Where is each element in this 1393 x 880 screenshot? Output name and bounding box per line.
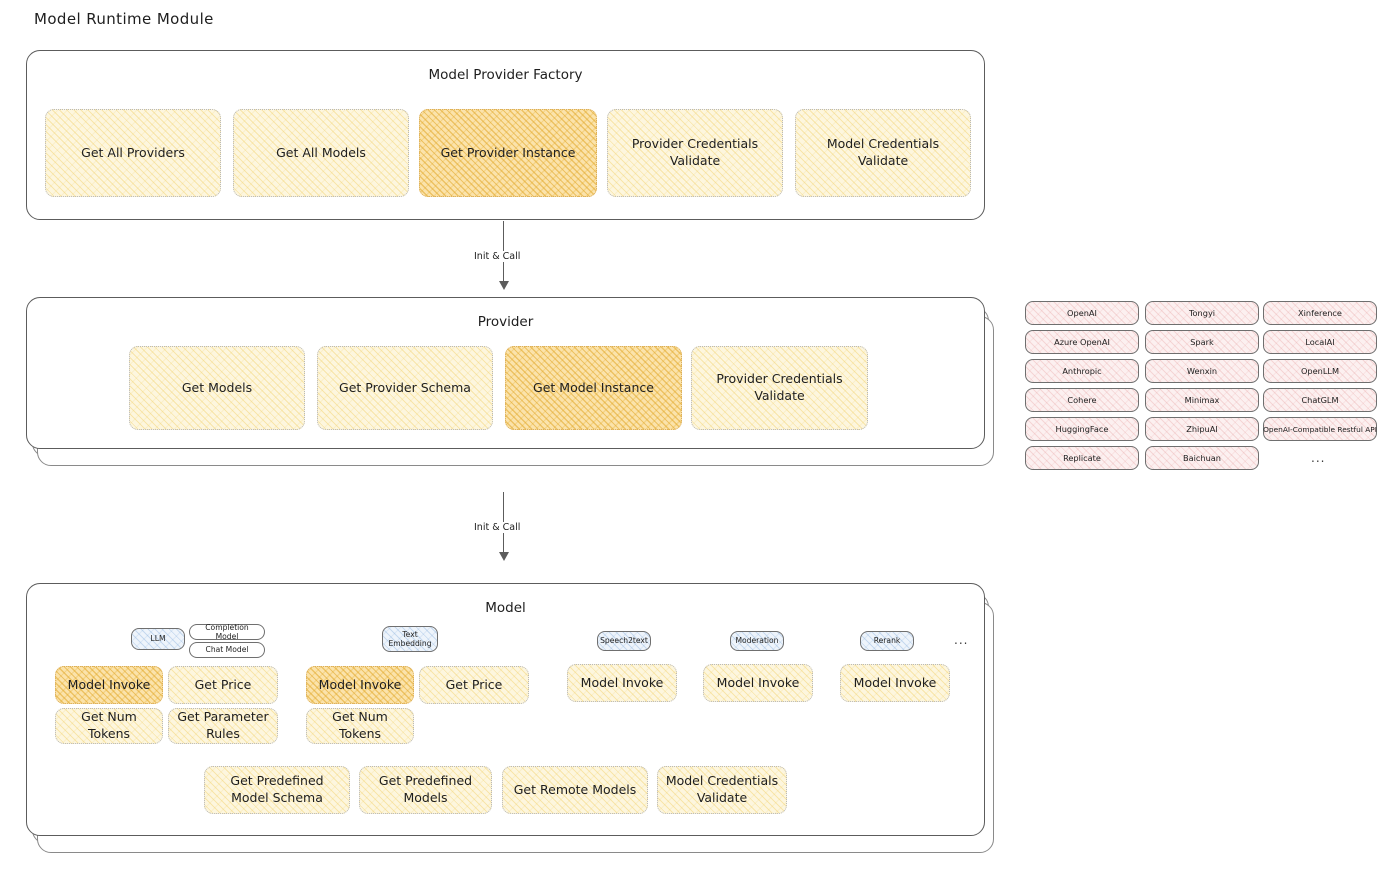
provider-chip-spark[interactable]: Spark bbox=[1145, 330, 1259, 354]
provider-card: Provider Get Models Get Provider Schema … bbox=[26, 297, 994, 466]
model-tag-moderation[interactable]: Moderation bbox=[730, 631, 784, 651]
model-title: Model bbox=[485, 600, 526, 616]
provider-chip-openllm[interactable]: OpenLLM bbox=[1263, 359, 1377, 383]
provider-box-provider-credentials-validate[interactable]: Provider Credentials Validate bbox=[691, 346, 868, 430]
model-text-embedding-get-num-tokens[interactable]: Get Num Tokens bbox=[306, 708, 414, 744]
model-common-model-credentials-validate[interactable]: Model Credentials Validate bbox=[657, 766, 787, 814]
factory-title: Model Provider Factory bbox=[428, 67, 583, 83]
provider-chip-azure-openai[interactable]: Azure OpenAI bbox=[1025, 330, 1139, 354]
provider-list-more: ... bbox=[1311, 451, 1326, 465]
arrow-factory-to-provider-label: Init & Call bbox=[470, 251, 525, 262]
provider-chip-openai[interactable]: OpenAI bbox=[1025, 301, 1139, 325]
provider-title: Provider bbox=[477, 314, 534, 330]
provider-chip-wenxin[interactable]: Wenxin bbox=[1145, 359, 1259, 383]
model-subtag-completion-model[interactable]: Completion Model bbox=[189, 623, 265, 641]
arrow-provider-to-model-label: Init & Call bbox=[470, 522, 525, 533]
model-tag-text-embedding[interactable]: Text Embedding bbox=[382, 626, 438, 652]
provider-chip-tongyi[interactable]: Tongyi bbox=[1145, 301, 1259, 325]
provider-chip-huggingface[interactable]: HuggingFace bbox=[1025, 417, 1139, 441]
factory-box-model-credentials-validate[interactable]: Model Credentials Validate bbox=[795, 109, 971, 197]
provider-chip-replicate[interactable]: Replicate bbox=[1025, 446, 1139, 470]
model-card: Model LLM Completion Model Chat Model Mo… bbox=[26, 583, 994, 853]
model-speech2text-model-invoke[interactable]: Model Invoke bbox=[567, 664, 677, 702]
factory-box-get-all-providers[interactable]: Get All Providers bbox=[45, 109, 221, 197]
model-common-get-predefined-models[interactable]: Get Predefined Models bbox=[359, 766, 492, 814]
provider-chip-baichuan[interactable]: Baichuan bbox=[1145, 446, 1259, 470]
provider-box-get-models[interactable]: Get Models bbox=[129, 346, 305, 430]
model-text-embedding-model-invoke[interactable]: Model Invoke bbox=[306, 666, 414, 704]
model-tag-llm[interactable]: LLM bbox=[131, 628, 185, 650]
model-rerank-model-invoke[interactable]: Model Invoke bbox=[840, 664, 950, 702]
provider-chip-zhipuai[interactable]: ZhipuAI bbox=[1145, 417, 1259, 441]
model-subtag-chat-model[interactable]: Chat Model bbox=[189, 642, 265, 658]
factory-box-provider-credentials-validate[interactable]: Provider Credentials Validate bbox=[607, 109, 783, 197]
provider-chip-chatglm[interactable]: ChatGLM bbox=[1263, 388, 1377, 412]
model-moderation-model-invoke[interactable]: Model Invoke bbox=[703, 664, 813, 702]
provider-chip-xinference[interactable]: Xinference bbox=[1263, 301, 1377, 325]
provider-box-get-model-instance[interactable]: Get Model Instance bbox=[505, 346, 682, 430]
provider-chip-anthropic[interactable]: Anthropic bbox=[1025, 359, 1139, 383]
model-text-embedding-get-price[interactable]: Get Price bbox=[419, 666, 529, 704]
model-common-get-predefined-model-schema[interactable]: Get Predefined Model Schema bbox=[204, 766, 350, 814]
model-tag-speech2text[interactable]: Speech2text bbox=[597, 631, 651, 651]
arrow-provider-to-model-head bbox=[499, 552, 509, 561]
provider-chip-cohere[interactable]: Cohere bbox=[1025, 388, 1139, 412]
model-common-get-remote-models[interactable]: Get Remote Models bbox=[502, 766, 648, 814]
provider-chip-openai-compatible-restful-api[interactable]: OpenAI-Compatible Restful API bbox=[1263, 417, 1377, 441]
model-provider-factory-card: Model Provider Factory Get All Providers… bbox=[26, 50, 985, 220]
model-tag-rerank[interactable]: Rerank bbox=[860, 631, 914, 651]
provider-chip-localai[interactable]: LocalAI bbox=[1263, 330, 1377, 354]
factory-box-get-provider-instance[interactable]: Get Provider Instance bbox=[419, 109, 597, 197]
model-llm-get-price[interactable]: Get Price bbox=[168, 666, 278, 704]
model-llm-get-parameter-rules[interactable]: Get Parameter Rules bbox=[168, 708, 278, 744]
model-types-more: ... bbox=[954, 633, 969, 647]
provider-chip-minimax[interactable]: Minimax bbox=[1145, 388, 1259, 412]
provider-box-get-provider-schema[interactable]: Get Provider Schema bbox=[317, 346, 493, 430]
factory-box-get-all-models[interactable]: Get All Models bbox=[233, 109, 409, 197]
page-title: Model Runtime Module bbox=[34, 10, 214, 28]
model-llm-get-num-tokens[interactable]: Get Num Tokens bbox=[55, 708, 163, 744]
model-llm-model-invoke[interactable]: Model Invoke bbox=[55, 666, 163, 704]
arrow-factory-to-provider-head bbox=[499, 281, 509, 290]
